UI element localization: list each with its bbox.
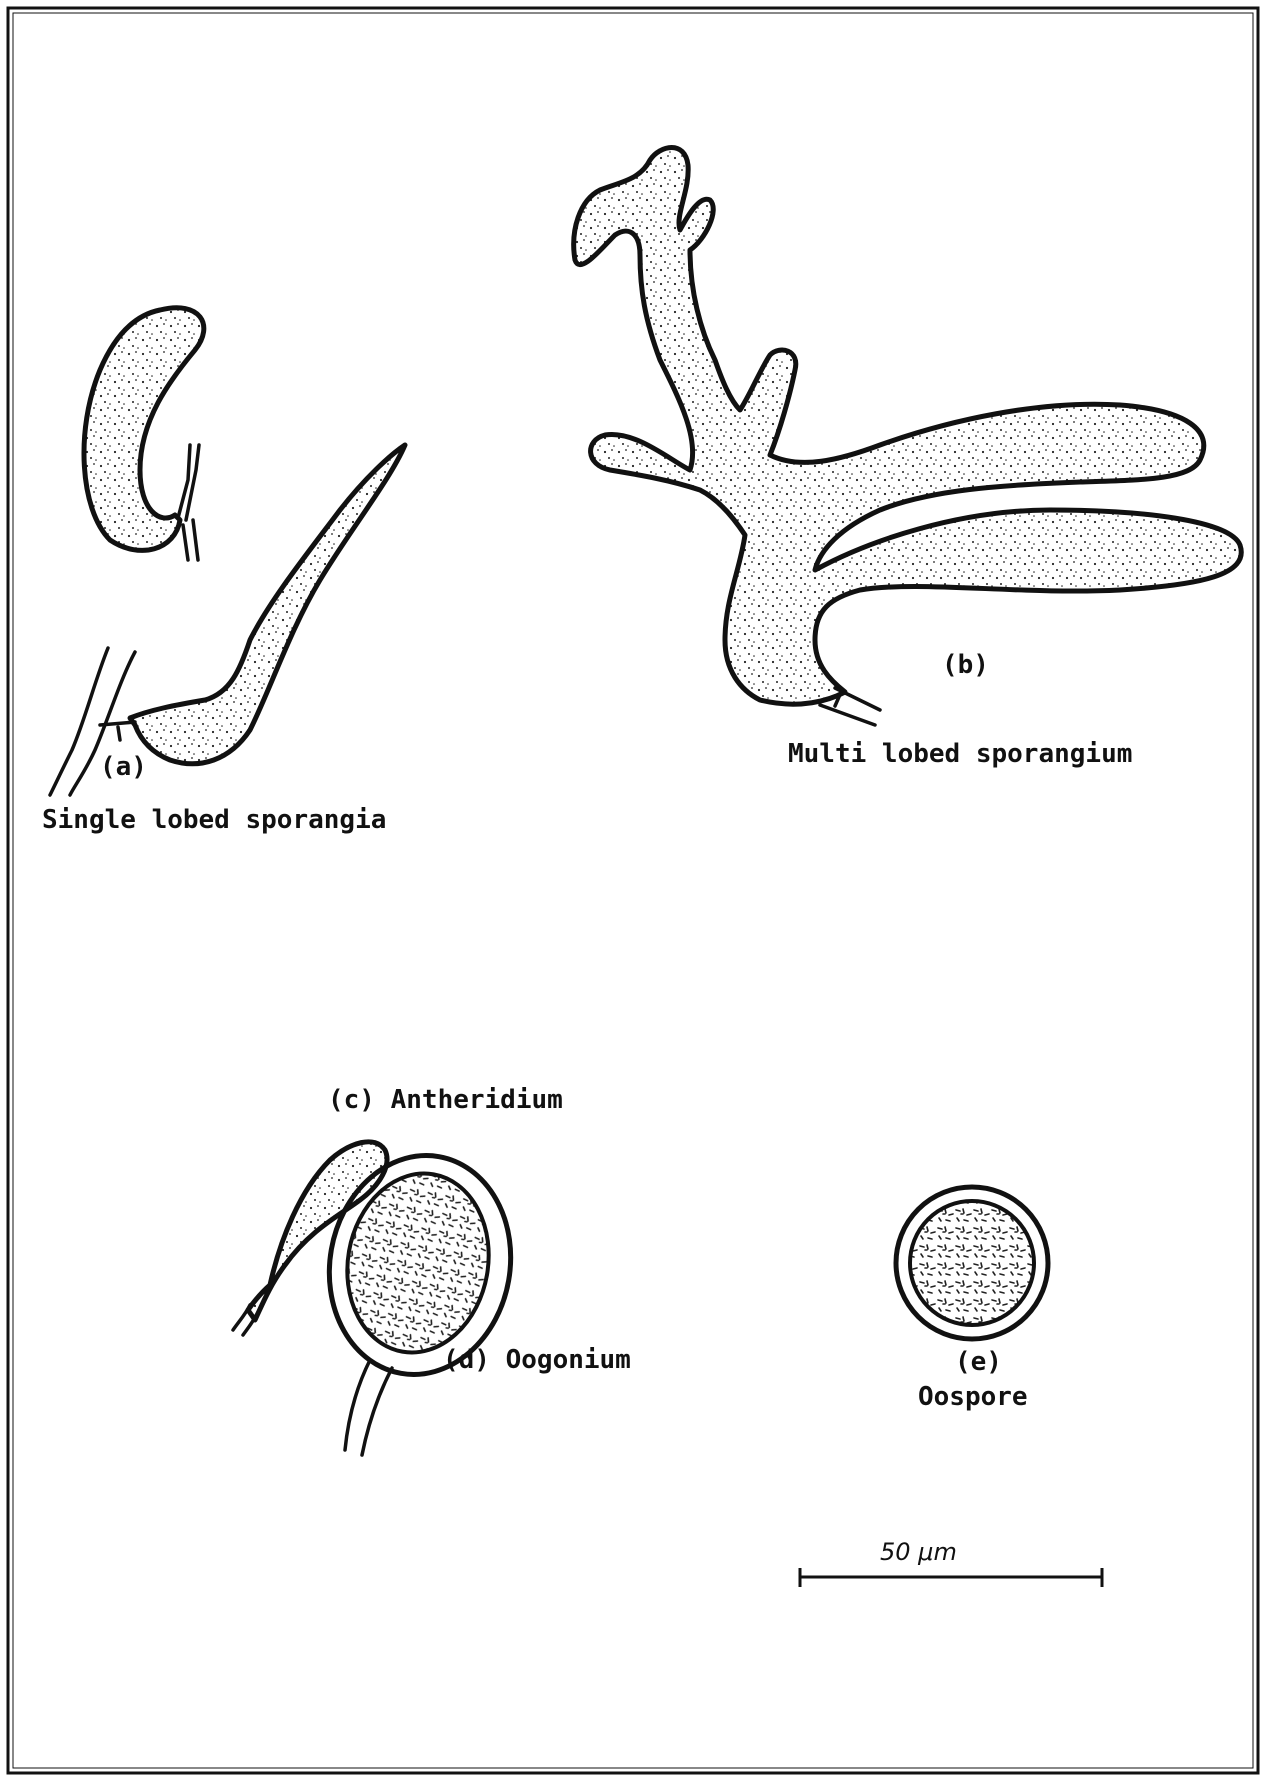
page-border [8,8,1258,1773]
label-b-caption: Multi lobed sporangium [788,739,1132,769]
label-d-caption: (d) Oogonium [443,1345,631,1375]
label-e-letter: (e) [955,1347,1002,1377]
oospore-drawing [896,1187,1048,1339]
label-c-caption: (c) Antheridium [328,1085,563,1115]
antheridium-oogonium-drawing [233,1141,528,1455]
multi-lobed-sporangium-drawing [574,148,1242,726]
scale-bar-label: 50 μm [880,1538,957,1566]
page-border-inner [13,13,1253,1768]
label-a-letter: (a) [100,752,147,782]
label-a-caption: Single lobed sporangia [42,805,386,835]
scale-bar [800,1568,1102,1587]
label-b-letter: (b) [942,650,989,680]
single-lobed-sporangia-drawing [50,308,405,795]
label-e-caption: Oospore [918,1382,1028,1412]
